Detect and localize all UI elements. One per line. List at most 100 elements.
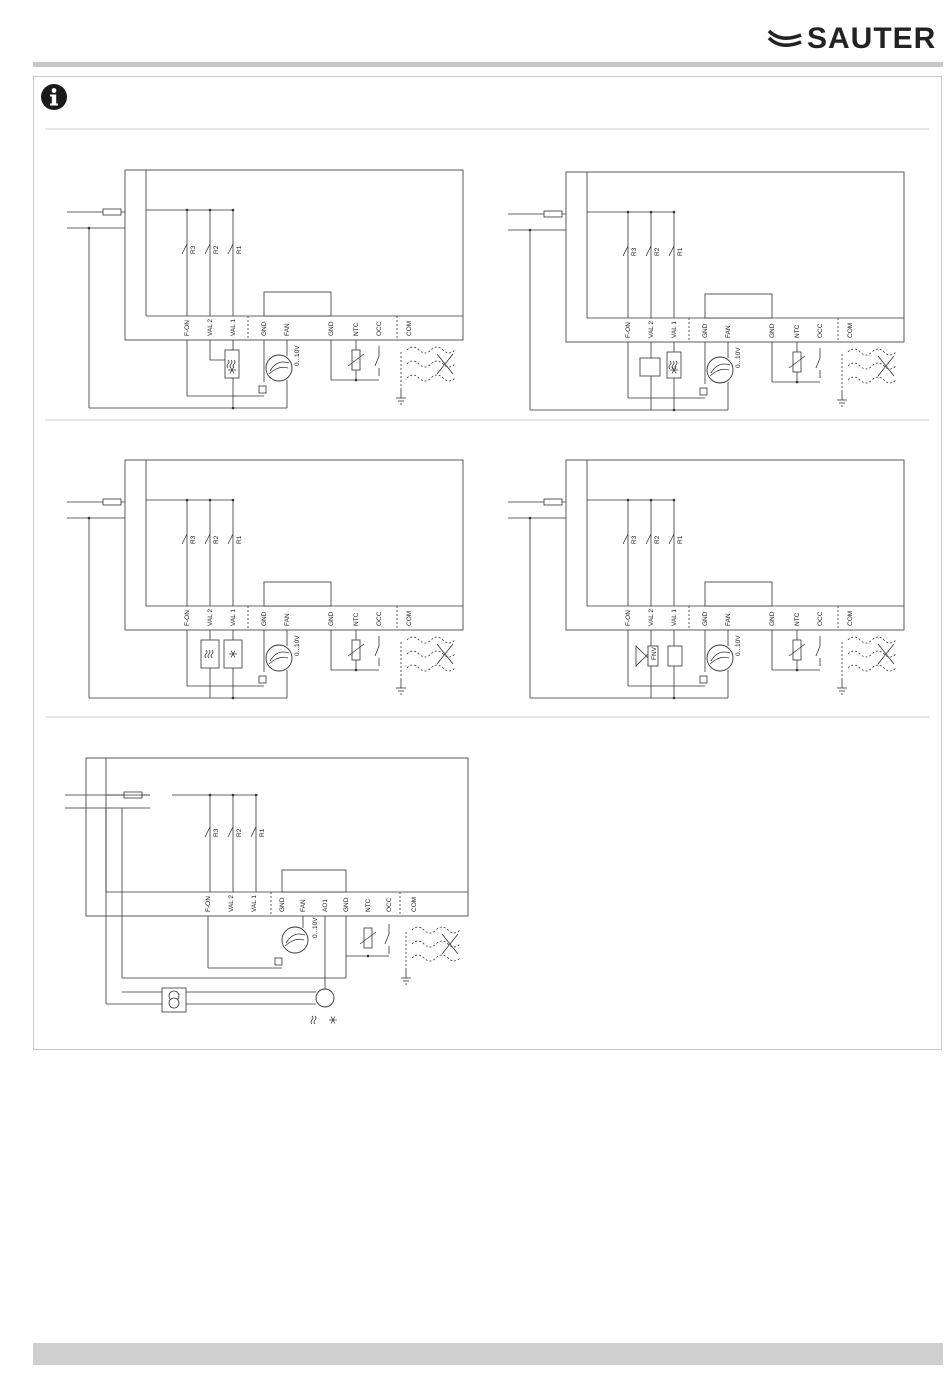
fan-controller-block xyxy=(281,869,347,893)
terminal-label: VAL 2 xyxy=(207,609,214,626)
relay-contact xyxy=(645,245,652,257)
bus-cable xyxy=(847,650,897,658)
bus-cable xyxy=(847,664,897,672)
ntc-arrow xyxy=(788,355,806,369)
junction-dot xyxy=(185,498,189,502)
terminal-label: GND xyxy=(702,611,709,626)
fan-blade-icon xyxy=(269,651,290,662)
heating-symbol-icon xyxy=(207,649,211,659)
actuator-icon xyxy=(315,988,335,1008)
terminal-label: GND xyxy=(279,897,286,912)
terminal-label: COM xyxy=(406,321,413,336)
cooling-symbol-icon xyxy=(230,650,236,658)
terminal-label: FAN xyxy=(284,613,291,626)
terminal-label: COM xyxy=(847,323,854,338)
relay-label: R1 xyxy=(677,535,684,544)
relay-contact xyxy=(181,533,188,545)
relay-contact xyxy=(622,245,629,257)
relay-contact xyxy=(227,243,234,255)
heat-cool-valve-icon xyxy=(224,349,240,379)
terminal-label: VAL 1 xyxy=(671,609,678,626)
relay-label: R3 xyxy=(190,245,197,254)
heating-symbol-icon xyxy=(226,359,230,369)
bus-cable xyxy=(411,940,461,948)
bus-twist xyxy=(441,933,459,955)
terminal-label: FAN xyxy=(725,325,732,338)
fan-blade-icon xyxy=(268,366,289,375)
terminal-label: VAL 2 xyxy=(207,319,214,336)
snowflake-icon xyxy=(330,1016,336,1024)
junction-dot xyxy=(231,793,235,797)
junction-dot xyxy=(254,793,258,797)
junction-dot xyxy=(208,498,212,502)
junction-dot xyxy=(231,208,235,212)
relay-label: R1 xyxy=(236,245,243,254)
fnv-label: FNV xyxy=(651,646,658,660)
terminal-label: AO1 xyxy=(322,899,329,912)
junction-dot xyxy=(208,793,212,797)
terminal-label: COM xyxy=(411,897,418,912)
terminal-label: GND xyxy=(328,611,335,626)
terminal-label: NTC xyxy=(794,324,801,338)
brand-name: SAUTER xyxy=(807,22,937,55)
relay-contact xyxy=(227,533,234,545)
relay-label: R2 xyxy=(654,247,661,256)
bus-twist xyxy=(877,643,895,665)
fuse-icon xyxy=(543,498,563,506)
junction-dot xyxy=(208,208,212,212)
bus-cable xyxy=(406,346,456,354)
sauter-swoosh-icon xyxy=(767,29,802,47)
ntc-arrow xyxy=(359,931,377,945)
relay-label: R1 xyxy=(236,535,243,544)
heating-symbol-icon xyxy=(210,649,214,659)
fan-blade-icon xyxy=(269,361,290,372)
terminal-label: GND xyxy=(261,321,268,336)
content-frame xyxy=(33,76,942,1050)
junction-dot xyxy=(672,210,676,214)
terminal-label: FAN xyxy=(725,613,732,626)
fan-controller-block xyxy=(263,581,332,607)
ntc-arrow xyxy=(347,643,365,657)
terminal-label: OCC xyxy=(817,323,824,338)
valve-actuator-icon xyxy=(667,645,683,667)
terminal-label: F-ON xyxy=(184,320,191,336)
heating-valve-icon xyxy=(200,639,220,669)
bus-cable xyxy=(406,374,456,382)
heating-symbol-icon xyxy=(204,649,208,659)
terminal-label: F-ON xyxy=(625,610,632,626)
terminal-label: VAL 1 xyxy=(251,895,258,912)
junction-dot xyxy=(649,498,653,502)
ntc-arrow xyxy=(347,353,365,367)
fan-terminal-icon xyxy=(274,957,283,966)
terminal-label: F-ON xyxy=(205,896,212,912)
bus-cable xyxy=(847,362,897,370)
terminal-label: GND xyxy=(769,611,776,626)
junction-dot xyxy=(649,210,653,214)
terminal-label: GND xyxy=(769,323,776,338)
junction-dot xyxy=(795,668,799,672)
heating-symbol-icon xyxy=(671,360,675,370)
heating-symbol-icon xyxy=(668,360,672,370)
occupancy-contact xyxy=(374,645,380,657)
junction-dot xyxy=(672,498,676,502)
terminal-label: FAN xyxy=(300,899,307,912)
voltage-label: 0...10V xyxy=(735,347,742,368)
terminal-label: VAL 2 xyxy=(228,895,235,912)
fan-terminal-icon xyxy=(258,385,267,394)
junction-dot xyxy=(795,380,799,384)
fan-blade-icon xyxy=(709,368,730,377)
occupancy-contact xyxy=(815,645,821,657)
valve-actuator-icon xyxy=(639,357,661,377)
terminal-label: NTC xyxy=(353,322,360,336)
fan-blade-icon xyxy=(284,938,305,947)
junction-dot xyxy=(366,954,370,958)
junction-dot xyxy=(626,210,630,214)
relay-label: R2 xyxy=(213,535,220,544)
terminal-label: GND xyxy=(261,611,268,626)
relay-label: R3 xyxy=(631,535,638,544)
fuse-icon xyxy=(543,210,563,218)
bus-cable xyxy=(406,360,456,368)
